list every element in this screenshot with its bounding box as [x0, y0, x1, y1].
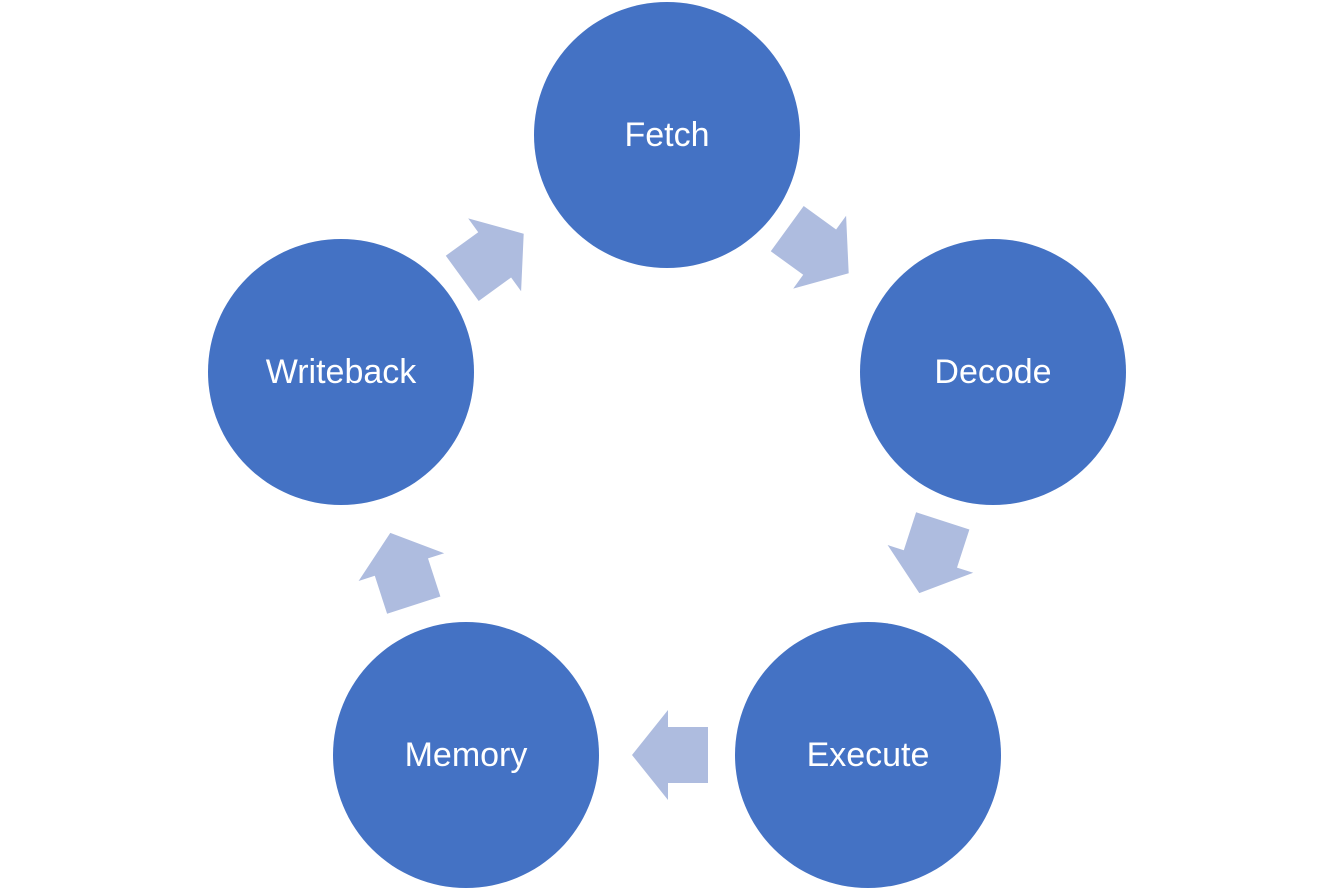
arrow-writeback-to-fetch: [445, 218, 524, 301]
stage-node-writeback: Writeback: [208, 239, 474, 505]
stage-node-memory: Memory: [333, 622, 599, 888]
stage-circle-writeback: [208, 239, 474, 505]
stage-node-execute: Execute: [735, 622, 1001, 888]
stage-label-memory: Memory: [405, 736, 528, 774]
arrow-fetch-to-decode: [770, 206, 849, 289]
stage-label-fetch: Fetch: [624, 116, 709, 154]
arrow-memory-to-writeback: [358, 532, 445, 614]
arrow-decode-to-execute: [887, 512, 974, 594]
stage-label-decode: Decode: [934, 353, 1051, 391]
stage-circle-execute: [735, 622, 1001, 888]
stage-label-execute: Execute: [807, 736, 930, 774]
arrow-execute-to-memory: [632, 710, 708, 800]
stage-circle-memory: [333, 622, 599, 888]
stage-node-fetch: Fetch: [534, 2, 800, 268]
arrows-layer: [358, 206, 974, 800]
stage-circle-fetch: [534, 2, 800, 268]
stage-circle-decode: [860, 239, 1126, 505]
stage-label-writeback: Writeback: [266, 353, 418, 391]
stage-node-decode: Decode: [860, 239, 1126, 505]
